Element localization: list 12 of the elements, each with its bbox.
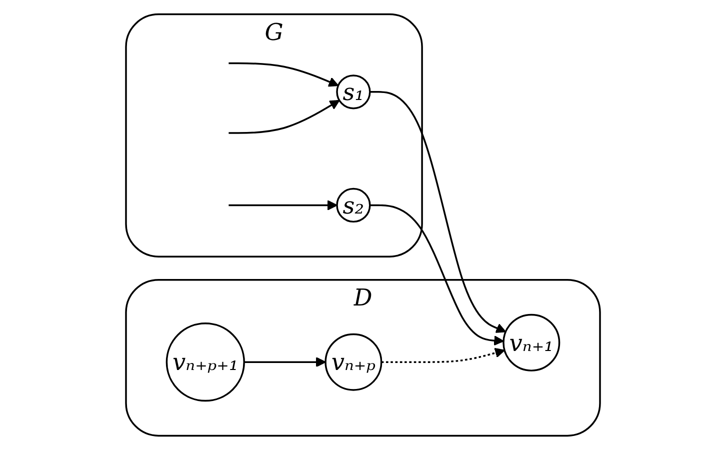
arrow [228,200,338,210]
node-circle: vₙ₊ₚ₊₁ [166,322,245,402]
node-circle: vₙ₊₁ [502,314,560,372]
node-circle: vₙ₊ₚ [324,333,382,391]
node-circle: s₂ [336,188,371,223]
arrow [228,62,339,87]
arrow [228,100,340,134]
arrow [370,91,506,333]
arrow [244,356,326,368]
node-circle: s₁ [336,74,371,110]
arrow [381,348,505,363]
arrow [370,204,504,346]
